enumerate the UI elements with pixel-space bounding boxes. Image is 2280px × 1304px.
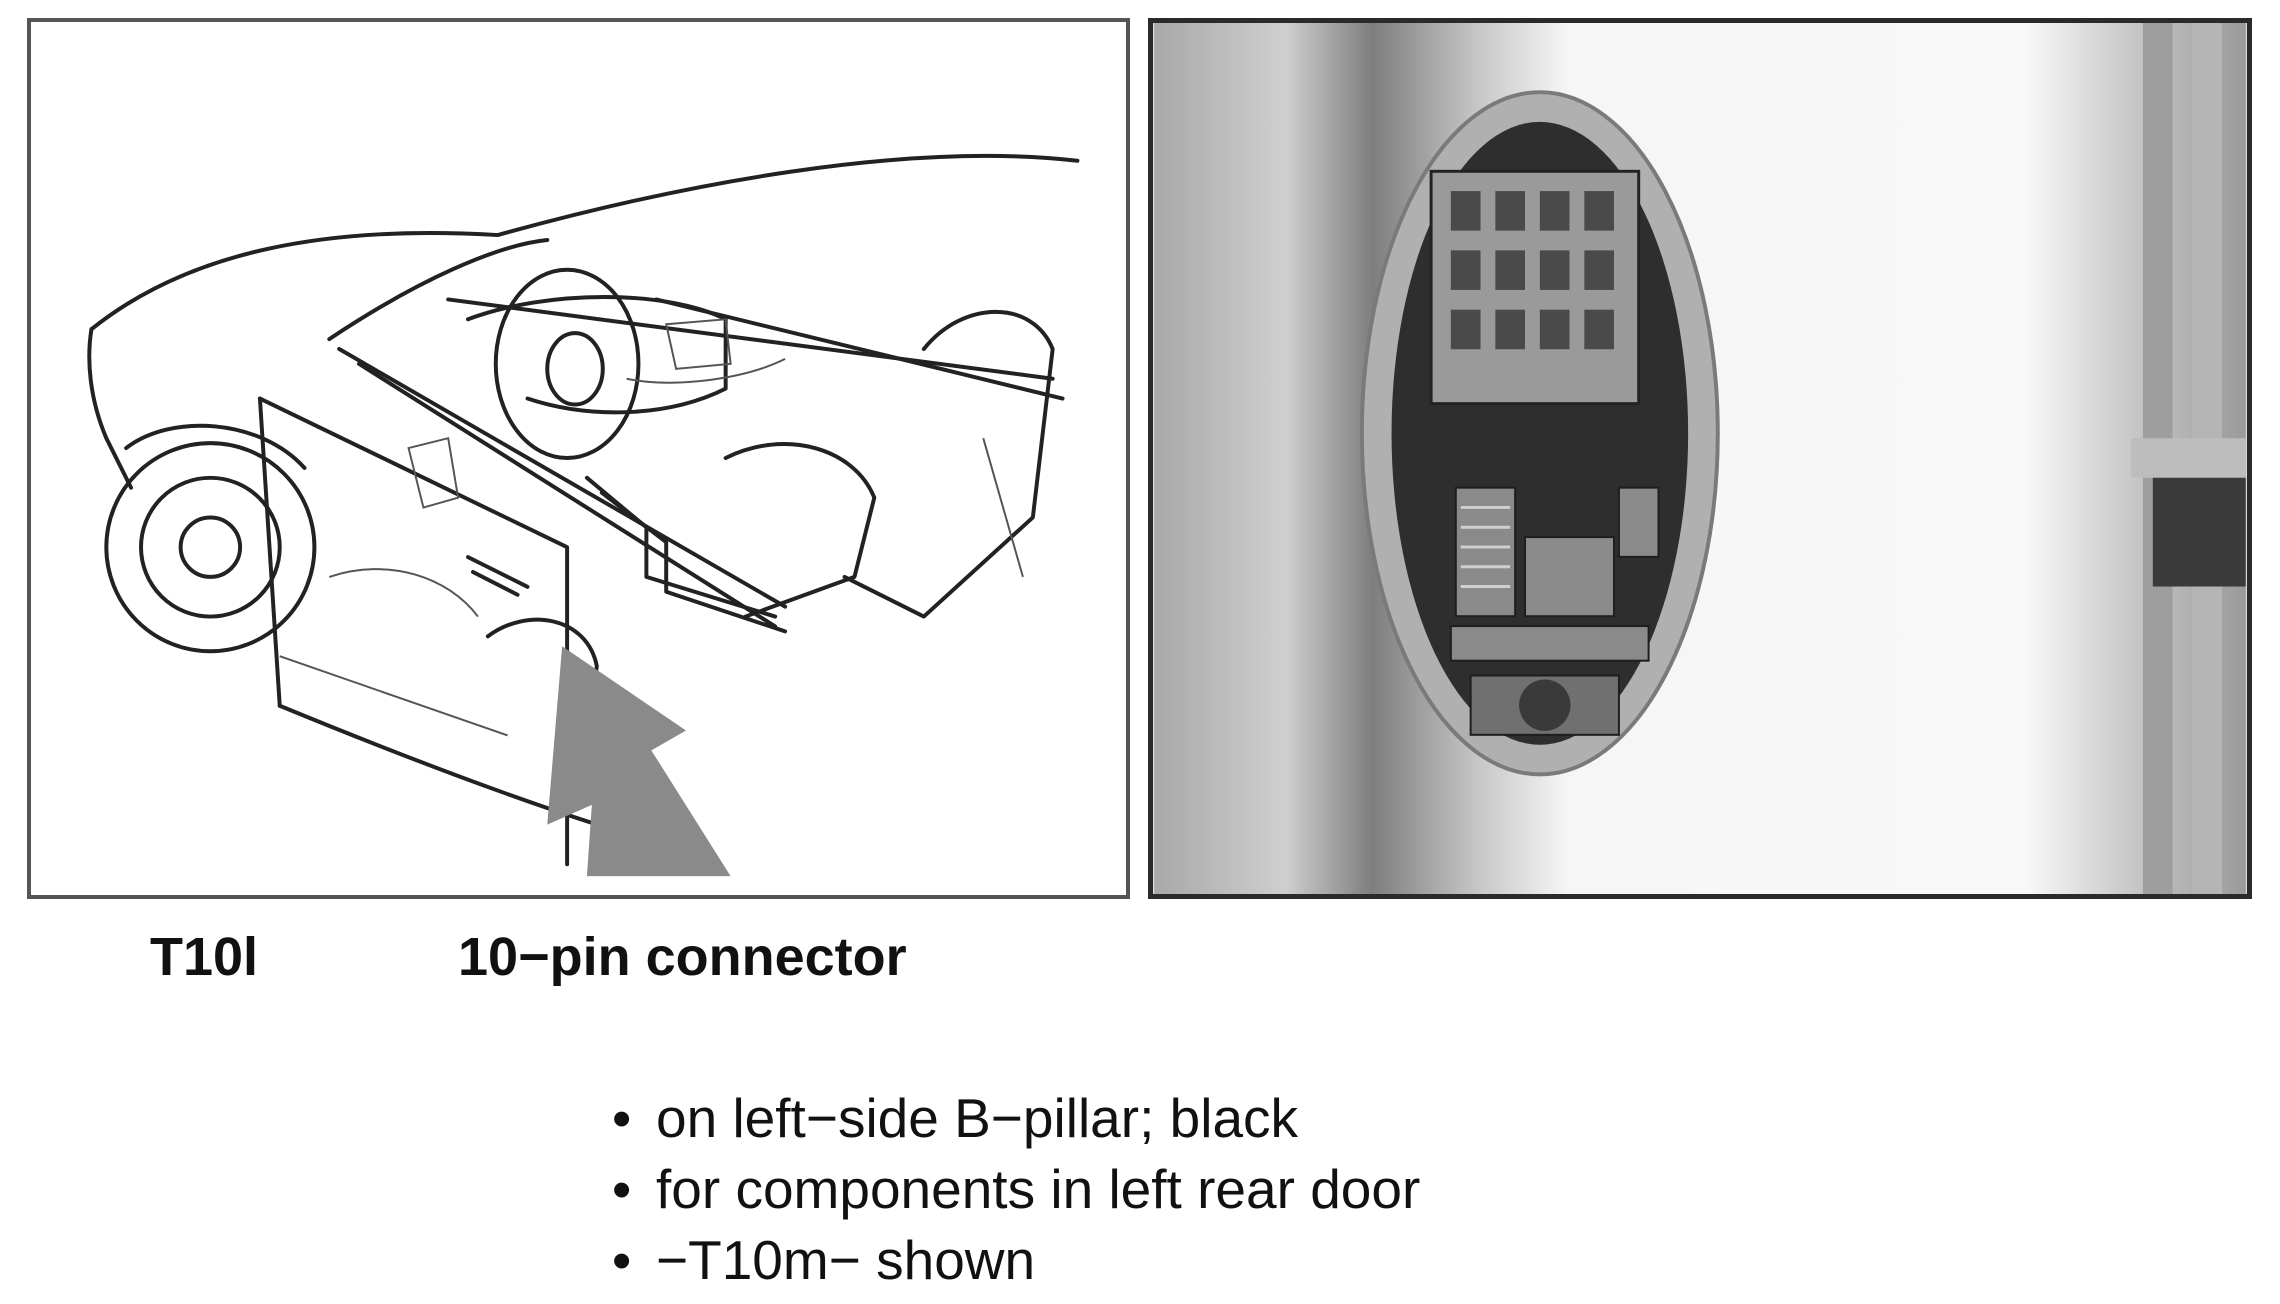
connector-photo: [1148, 18, 2252, 899]
note-components: for components in left rear door: [612, 1154, 1420, 1225]
arrow-icon: [547, 646, 731, 877]
b-pillar-connector-drawing: [1154, 23, 2246, 894]
connector-id: T10l: [150, 927, 259, 987]
car-interior-drawing: [87, 153, 1080, 877]
connector-description: 10−pin connector: [458, 927, 907, 987]
note-location: on left−side B−pillar; black: [612, 1083, 1420, 1154]
notes-list: on left−side B−pillar; black for compone…: [612, 1083, 1420, 1296]
note-shown: −T10m− shown: [612, 1225, 1420, 1296]
car-interior-illustration: [27, 18, 1130, 899]
